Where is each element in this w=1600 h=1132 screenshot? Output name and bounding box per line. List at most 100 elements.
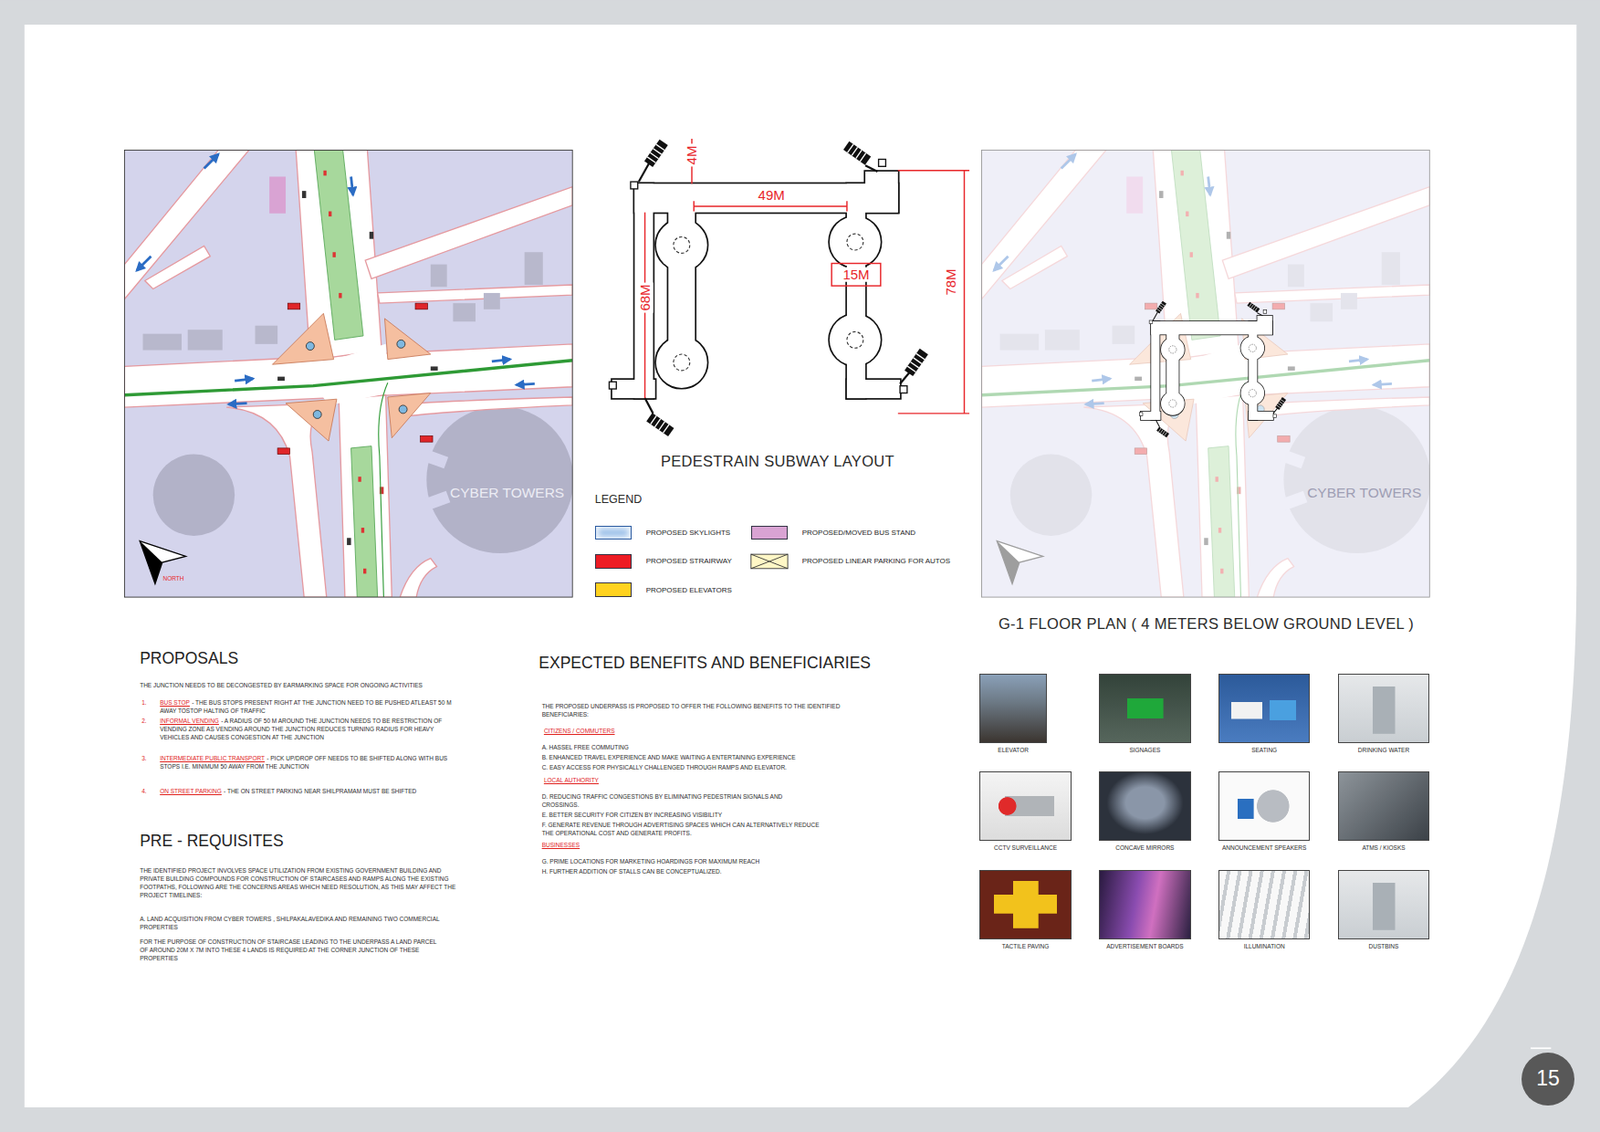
feature-tile: ADVERTISEMENT BOARDS — [1098, 869, 1192, 951]
tile-caption: ADVERTISEMENT BOARDS — [1098, 942, 1192, 951]
item-number: 4. — [141, 786, 147, 795]
dimension-line — [693, 200, 848, 211]
legend-item: PROPOSED ELEVATORS — [595, 582, 733, 597]
feature-photo — [979, 771, 1072, 841]
feature-photo — [1098, 869, 1192, 940]
body-text: - THE ON STREET PARKING NEAR SHILPRAMAM … — [223, 787, 417, 795]
item-heading: INTERMEDIATE PUBLIC TRANSPORT — [159, 754, 265, 762]
feature-tile: CONCAVE MIRRORS — [1098, 771, 1192, 852]
body-text: FOR THE PURPOSE OF CONSTRUCTION OF STAIR… — [139, 937, 441, 963]
existing-junction-map — [124, 149, 573, 597]
feature-tile: TACTILE PAVING — [979, 869, 1072, 951]
tile-caption: ATMS / KIOSKS — [1338, 844, 1431, 852]
feature-photo — [1338, 673, 1431, 743]
feature-photo — [979, 673, 1047, 743]
list-item: 3.INTERMEDIATE PUBLIC TRANSPORT- PICK UP… — [139, 753, 459, 771]
tile-caption: ELEVATOR — [979, 746, 1047, 754]
floor-plan-map — [982, 149, 1431, 597]
feature-photo — [1218, 673, 1311, 743]
tile-caption: TACTILE PAVING — [979, 942, 1072, 951]
group-heading: CITIZENS / COMMUTERS — [543, 726, 616, 735]
legend-item: PROPOSED/MOVED BUS STAND — [751, 525, 916, 541]
body-text: A. HASSEL FREE COMMUTING — [542, 742, 848, 752]
sheet-panel — [24, 24, 1577, 1108]
legend-sample — [751, 554, 788, 569]
body-text: C. EASY ACCESS FOR PHYSICALLY CHALLENGED… — [542, 763, 848, 772]
section-heading: PROPOSALS — [139, 648, 239, 669]
list-item: 4. ON STREET PARKING- THE ON STREET PARKI… — [139, 786, 459, 795]
drawing-caption: PEDESTRAIN SUBWAY LAYOUT — [660, 452, 895, 471]
list-item: 2.INFORMAL VENDING- A RADIUS OF 50 M ARO… — [139, 716, 459, 742]
item-number: 1. — [141, 698, 147, 707]
tile-caption: CCTV SURVEILLANCE — [979, 844, 1072, 852]
section-heading: EXPECTED BENEFITS AND BENEFICIARIES — [538, 653, 871, 673]
legend-swatch — [595, 554, 632, 569]
item-number: 2. — [141, 716, 147, 725]
dimension-label: 68M — [637, 282, 653, 314]
drawing-caption: G-1 FLOOR PLAN ( 4 METERS BELOW GROUND L… — [998, 615, 1414, 633]
body-text: THE PROPOSED UNDERPASS IS PROPOSED TO OF… — [542, 701, 854, 719]
legend-swatch — [595, 525, 632, 541]
tile-caption: ANNOUNCEMENT SPEAKERS — [1218, 844, 1311, 852]
dimension-line — [645, 138, 971, 414]
feature-photo — [1098, 771, 1192, 841]
north-label: NORTH — [163, 574, 185, 581]
floor-plan-map — [982, 149, 1431, 597]
body-text: F. GENERATE REVENUE THROUGH ADVERTISING … — [542, 820, 823, 837]
body-text: E. BETTER SECURITY FOR CITIZEN BY INCREA… — [542, 810, 848, 819]
map-frame — [124, 149, 573, 597]
tile-caption: DRINKING WATER — [1338, 746, 1431, 754]
body-text: - THE BUS STOPS PRESENT RIGHT AT THE JUN… — [159, 699, 451, 714]
feature-tile: ELEVATOR — [979, 673, 1047, 754]
map-frame — [982, 149, 1431, 597]
group-heading: LOCAL AUTHORITY — [543, 775, 599, 785]
body-text: A. LAND ACQUISITION FROM CYBER TOWERS , … — [139, 914, 446, 931]
item-heading: ON STREET PARKING — [159, 787, 222, 795]
legend-text: PROPOSED LINEAR PARKING FOR AUTOS — [802, 556, 951, 565]
floor-plan-subway — [1139, 301, 1287, 439]
body-text: THE JUNCTION NEEDS TO BE DECONGESTED BY … — [139, 680, 467, 690]
tile-caption: SIGNAGES — [1098, 746, 1192, 754]
feature-tile: ATMS / KIOSKS — [1338, 771, 1431, 852]
legend-swatch-space — [751, 554, 788, 569]
feature-tile: SIGNAGES — [1098, 673, 1192, 754]
body-text: B. ENHANCED TRAVEL EXPERIENCE AND MAKE W… — [542, 752, 848, 762]
floor-plan-map — [982, 149, 1431, 597]
body-text: H. FURTHER ADDITION OF STALLS CAN BE CON… — [542, 867, 848, 876]
feature-tile: ILLUMINATION — [1218, 869, 1311, 951]
list-item: 1.BUS STOP- THE BUS STOPS PRESENT RIGHT … — [139, 698, 459, 715]
existing-junction-map — [124, 149, 573, 597]
legend-title: LEGEND — [595, 492, 642, 506]
group-heading: BUSINESSES — [542, 840, 581, 849]
legend-text: PROPOSED SKYLIGHTS — [646, 528, 731, 537]
page-number: 15 — [1536, 1066, 1560, 1091]
legend-text: PROPOSED STRAIRWAY — [646, 556, 733, 565]
legend-swatch — [751, 525, 788, 541]
item-heading: INFORMAL VENDING — [159, 717, 220, 724]
dimension-label: 49M — [756, 187, 787, 203]
legend-text: PROPOSED ELEVATORS — [646, 585, 733, 595]
feature-photo — [1218, 771, 1311, 841]
legend-sample — [751, 554, 788, 569]
building-label: CYBER TOWERS — [1307, 484, 1422, 502]
feature-tile: DUSTBINS — [1338, 869, 1431, 951]
page-mark — [1530, 1046, 1551, 1049]
feature-photo — [1098, 673, 1192, 743]
legend-item: PROPOSED SKYLIGHTS — [595, 525, 731, 541]
feature-photo — [1338, 771, 1431, 841]
section-heading: PRE - REQUISITES — [139, 831, 284, 851]
dimension-line — [831, 263, 881, 287]
body-text: THE IDENTIFIED PROJECT INVOLVES SPACE UT… — [139, 866, 457, 900]
feature-photo — [1338, 869, 1431, 940]
legend-text: PROPOSED/MOVED BUS STAND — [802, 528, 916, 537]
body-text: D. REDUCING TRAFFIC CONGESTIONS BY ELIMI… — [542, 792, 810, 809]
feature-tile: ANNOUNCEMENT SPEAKERS — [1218, 771, 1311, 852]
feature-tile: CCTV SURVEILLANCE — [979, 771, 1072, 852]
feature-tile: DRINKING WATER — [1338, 673, 1431, 754]
legend-swatch — [595, 582, 632, 597]
tile-caption: ILLUMINATION — [1218, 942, 1311, 951]
feature-tile: SEATING — [1218, 673, 1311, 754]
